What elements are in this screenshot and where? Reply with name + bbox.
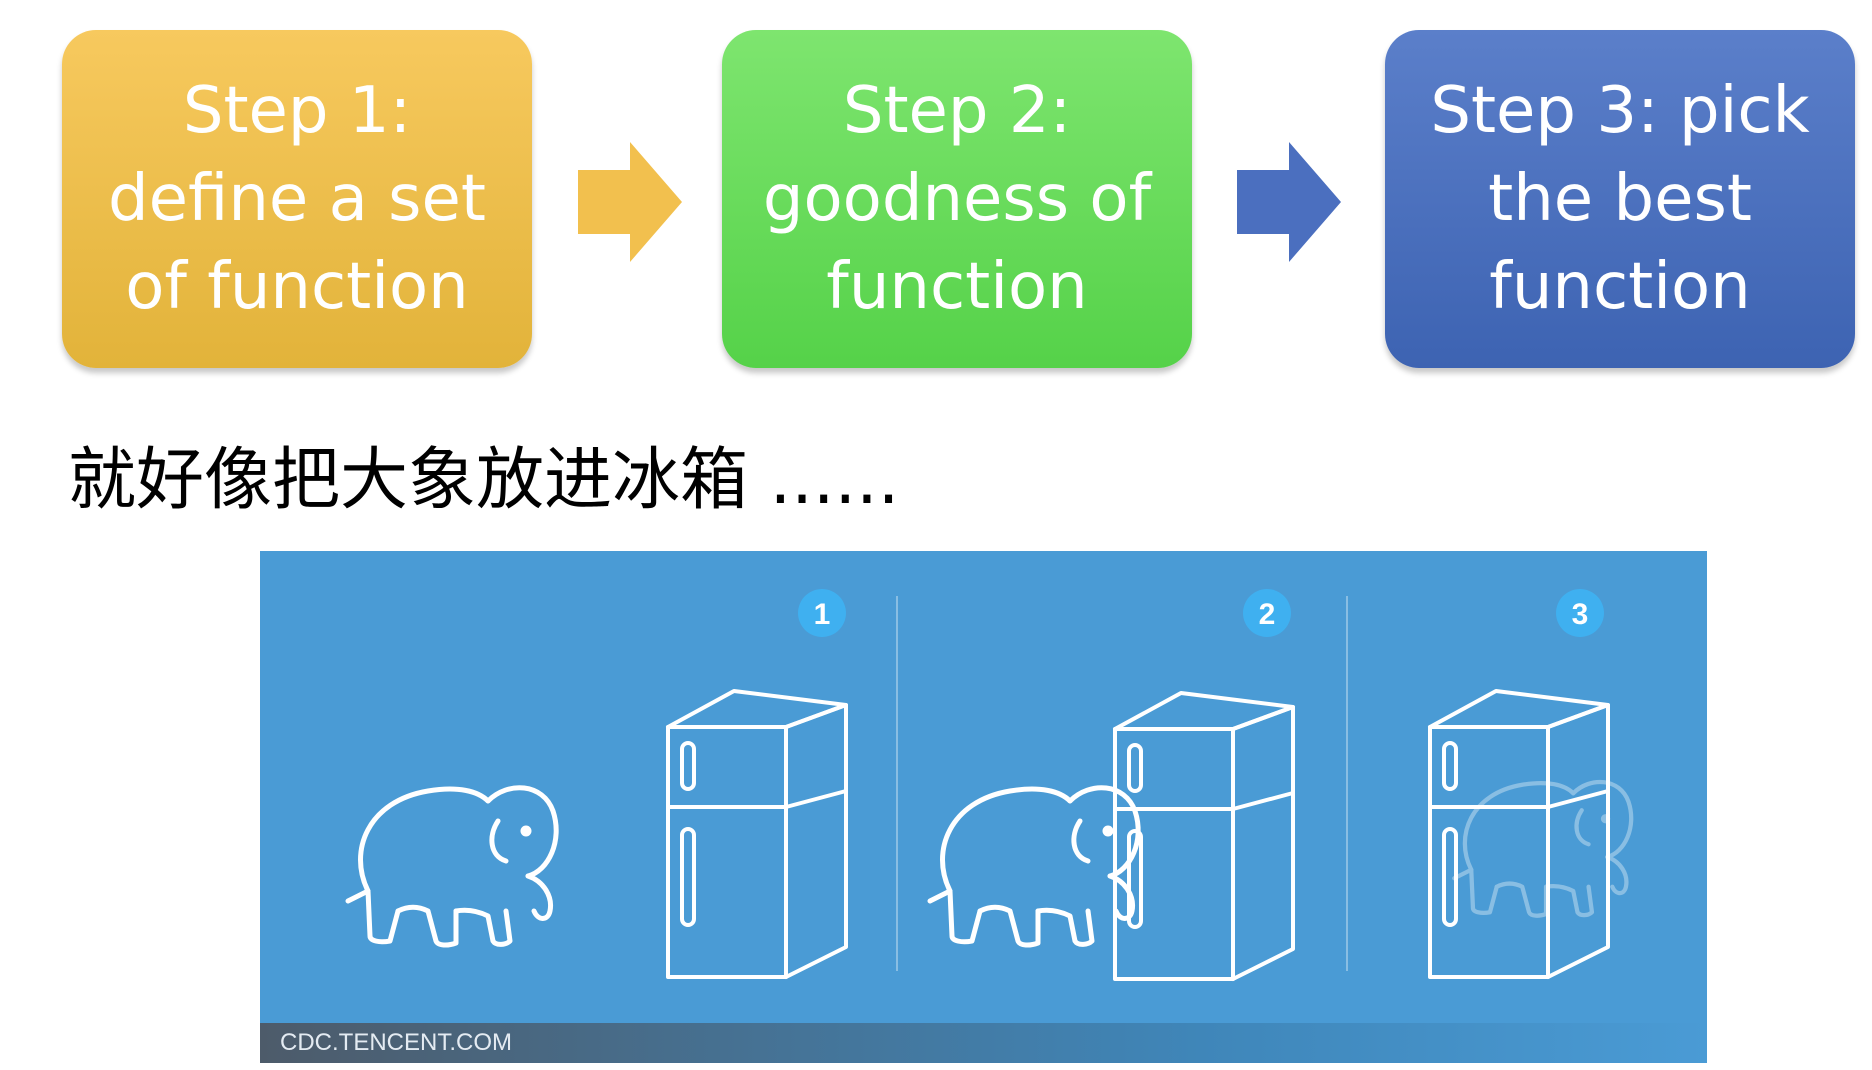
step-1-label: Step 1: define a set of function — [108, 74, 486, 324]
illustration-footer-bar — [260, 1023, 1707, 1063]
elephant-icon — [930, 788, 1138, 945]
badge-2-number: 2 — [1259, 598, 1276, 631]
badge-3-number: 3 — [1572, 598, 1589, 631]
elephant-inside-icon — [1454, 782, 1631, 916]
step-3-label: Step 3: pick the best function — [1430, 74, 1810, 324]
fridge-closed-icon — [1428, 689, 1610, 979]
arrow-right-icon — [578, 142, 682, 262]
elephant-fridge-illustration: 1 2 3 CDC.TENCENT.COM — [260, 551, 1707, 1063]
step-2-label: Step 2: goodness of function — [762, 74, 1152, 324]
step-badge-1: 1 — [798, 589, 846, 637]
fridge-icon — [1113, 691, 1295, 981]
caption-text: 就好像把大象放进冰箱 ...... — [68, 441, 900, 520]
illustration-drawing: 1 2 3 — [260, 589, 1707, 981]
step-3-box: Step 3: pick the best function — [1385, 30, 1855, 368]
step-badge-3: 3 — [1556, 589, 1604, 637]
badge-1-number: 1 — [814, 598, 831, 631]
step-1-box: Step 1: define a set of function — [62, 30, 532, 368]
watermark-text: CDC.TENCENT.COM — [280, 1029, 512, 1056]
fridge-open-icon — [666, 689, 848, 979]
elephant-icon — [348, 788, 556, 945]
arrow-right-icon — [1237, 142, 1341, 262]
step-2-box: Step 2: goodness of function — [722, 30, 1192, 368]
step-badge-2: 2 — [1243, 589, 1291, 637]
